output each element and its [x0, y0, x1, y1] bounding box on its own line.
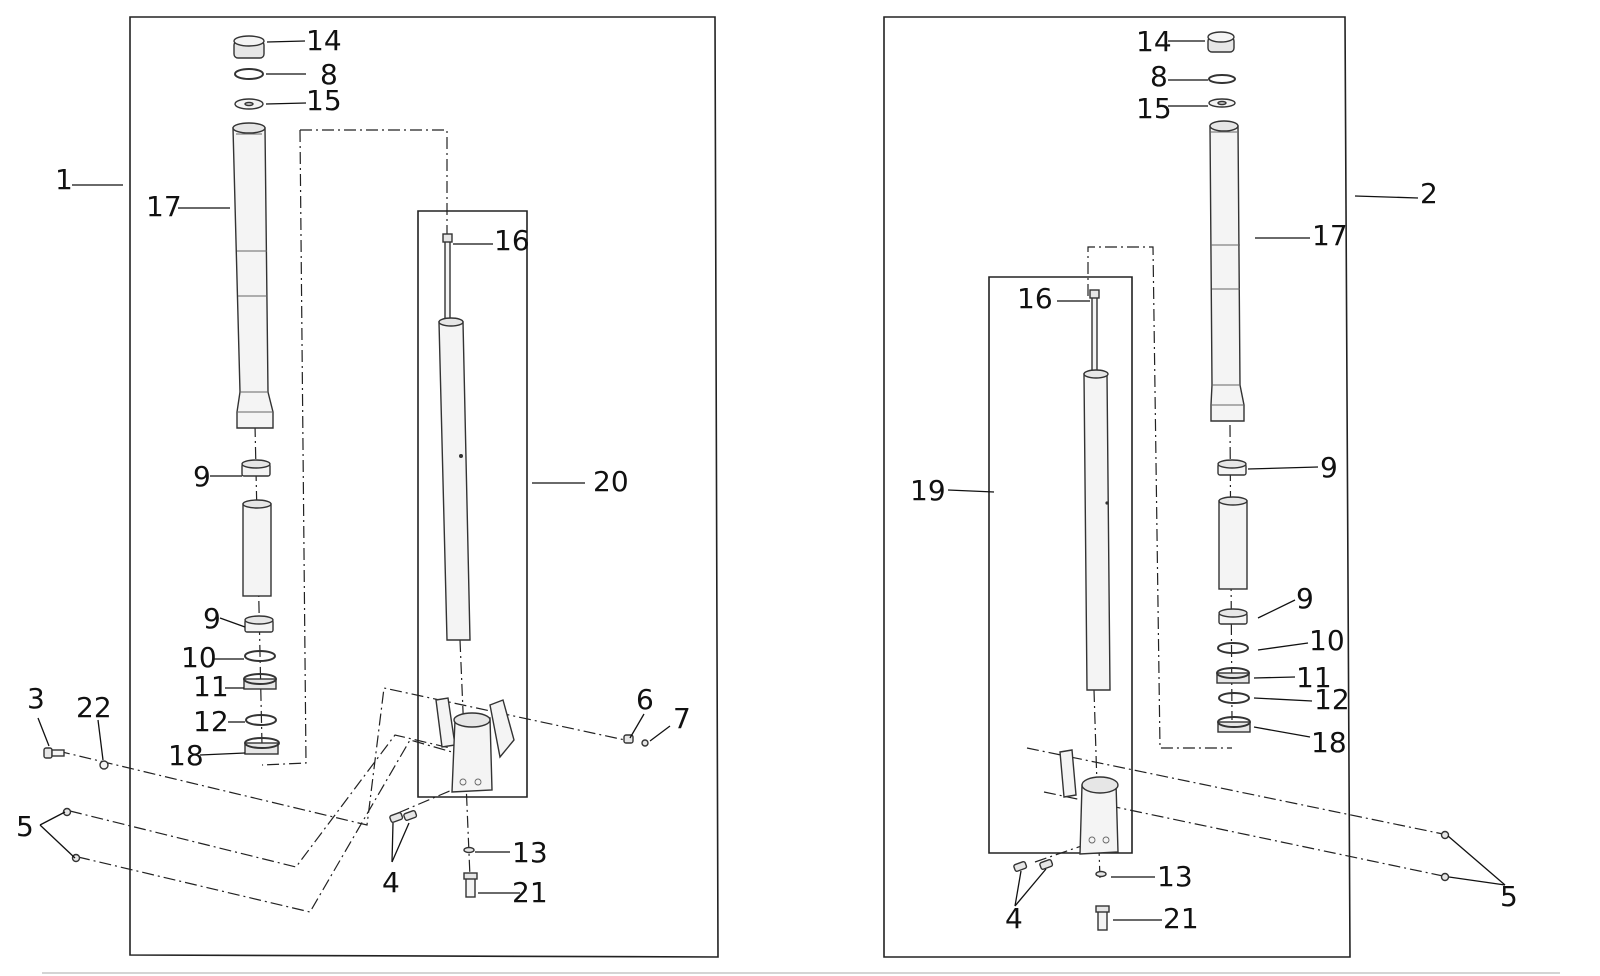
right-dust-seal-part — [1217, 716, 1251, 733]
left-bolt-line — [57, 687, 626, 826]
dust-seal-part — [244, 737, 280, 755]
left-fork-assembly: 14 8 15 1 17 16 20 9 9 10 11 12 18 3 22 … — [16, 16, 719, 958]
right-cartridge-frame — [988, 276, 1133, 854]
callout-18: 18 — [168, 739, 204, 772]
right-washer-part — [1208, 98, 1236, 108]
right-callout-9-upper: 9 — [1320, 451, 1338, 484]
callout-3: 3 — [27, 682, 45, 715]
right-fork-assembly: 14 8 15 2 17 16 19 9 9 10 11 12 18 4 13 … — [883, 16, 1518, 958]
screw-5a-part — [62, 807, 72, 817]
right-callout-11: 11 — [1296, 661, 1332, 694]
oil-seal-part — [243, 673, 277, 690]
outer-tube-part — [232, 122, 274, 429]
right-axis-line — [1087, 246, 1232, 749]
right-gasket-13-part — [1095, 870, 1107, 878]
callout-4-left: 4 — [382, 866, 400, 899]
callout-16: 16 — [494, 224, 530, 257]
left-assembly-frame — [129, 16, 719, 958]
right-bushing-lower-part — [1218, 608, 1248, 625]
right-callout-19: 19 — [910, 474, 946, 507]
washer-part — [234, 98, 264, 110]
right-callout-10: 10 — [1309, 624, 1345, 657]
right-callout-12: 12 — [1314, 683, 1350, 716]
right-bottom-bolt-part — [1095, 905, 1110, 931]
callout-8: 8 — [320, 58, 338, 91]
right-callout-4: 4 — [1005, 902, 1023, 935]
left-return-line — [261, 129, 307, 766]
right-callout-21: 21 — [1163, 902, 1199, 935]
right-callout-14: 14 — [1136, 25, 1172, 58]
callout-14: 14 — [306, 24, 342, 57]
right-callout-8: 8 — [1150, 60, 1168, 93]
right-assembly-frame — [883, 16, 1351, 958]
right-top-cap-part — [1207, 31, 1235, 53]
callout-12: 12 — [193, 705, 229, 738]
washer-22-part — [99, 760, 109, 770]
callout-22: 22 — [76, 691, 112, 724]
bottom-bolt-part — [463, 872, 478, 898]
left-cartridge-frame — [417, 210, 528, 798]
clamp-screws-part — [389, 809, 418, 823]
callout-20: 20 — [593, 465, 629, 498]
callout-13-left: 13 — [512, 836, 548, 869]
callout-15: 15 — [306, 84, 342, 117]
right-callout-9-lower: 9 — [1296, 582, 1314, 615]
right-callout-2: 2 — [1420, 177, 1438, 210]
right-callout-15: 15 — [1136, 92, 1172, 125]
cartridge-part — [438, 233, 471, 641]
bushing-upper-part — [241, 459, 271, 477]
bolt-3-part — [43, 747, 65, 759]
right-spacer-sleeve-part — [1218, 496, 1248, 590]
left-screw-line-a — [69, 734, 451, 868]
callout-9-lower: 9 — [203, 602, 221, 635]
right-screw-5a-part — [1440, 830, 1450, 840]
left-axis-line — [300, 129, 448, 236]
screw-5b-part — [71, 853, 81, 863]
right-cartridge-part — [1083, 289, 1111, 691]
callout-6: 6 — [636, 683, 654, 716]
right-screw-5b-part — [1440, 872, 1450, 882]
right-outer-tube-part — [1209, 120, 1245, 422]
right-callout-16: 16 — [1017, 282, 1053, 315]
right-bushing-upper-part — [1217, 459, 1247, 476]
right-axle-foot-part — [1059, 749, 1119, 855]
callout-17: 17 — [146, 190, 182, 223]
right-callout-17: 17 — [1312, 219, 1348, 252]
clip-part — [245, 714, 277, 726]
seal-washer-part — [244, 650, 276, 662]
callout-11: 11 — [193, 670, 229, 703]
callout-5-left: 5 — [16, 810, 34, 843]
right-screw-line-a — [1026, 747, 1444, 835]
callout-10: 10 — [181, 641, 217, 674]
right-seal-washer-part — [1217, 642, 1249, 654]
top-cap-part — [233, 35, 265, 59]
right-oil-seal-part — [1216, 667, 1250, 684]
spacer-sleeve-part — [242, 499, 272, 597]
callout-7: 7 — [673, 702, 691, 735]
right-clamp-screws-part — [1013, 858, 1054, 872]
right-clip-part — [1218, 692, 1250, 704]
cap-7-part — [641, 739, 649, 747]
bushing-lower-part — [244, 615, 274, 633]
o-ring-part — [234, 68, 264, 80]
callout-21-left: 21 — [512, 876, 548, 909]
callout-9-upper: 9 — [193, 460, 211, 493]
axle-foot-part — [435, 697, 515, 793]
left-screw-line-b — [77, 739, 453, 913]
right-callout-13: 13 — [1157, 860, 1193, 893]
gasket-13-part — [463, 846, 475, 854]
left-clamp-line — [397, 789, 453, 814]
right-o-ring-part — [1208, 74, 1236, 84]
right-callout-5: 5 — [1500, 880, 1518, 913]
right-callout-18: 18 — [1311, 726, 1347, 759]
callout-1: 1 — [55, 163, 73, 196]
